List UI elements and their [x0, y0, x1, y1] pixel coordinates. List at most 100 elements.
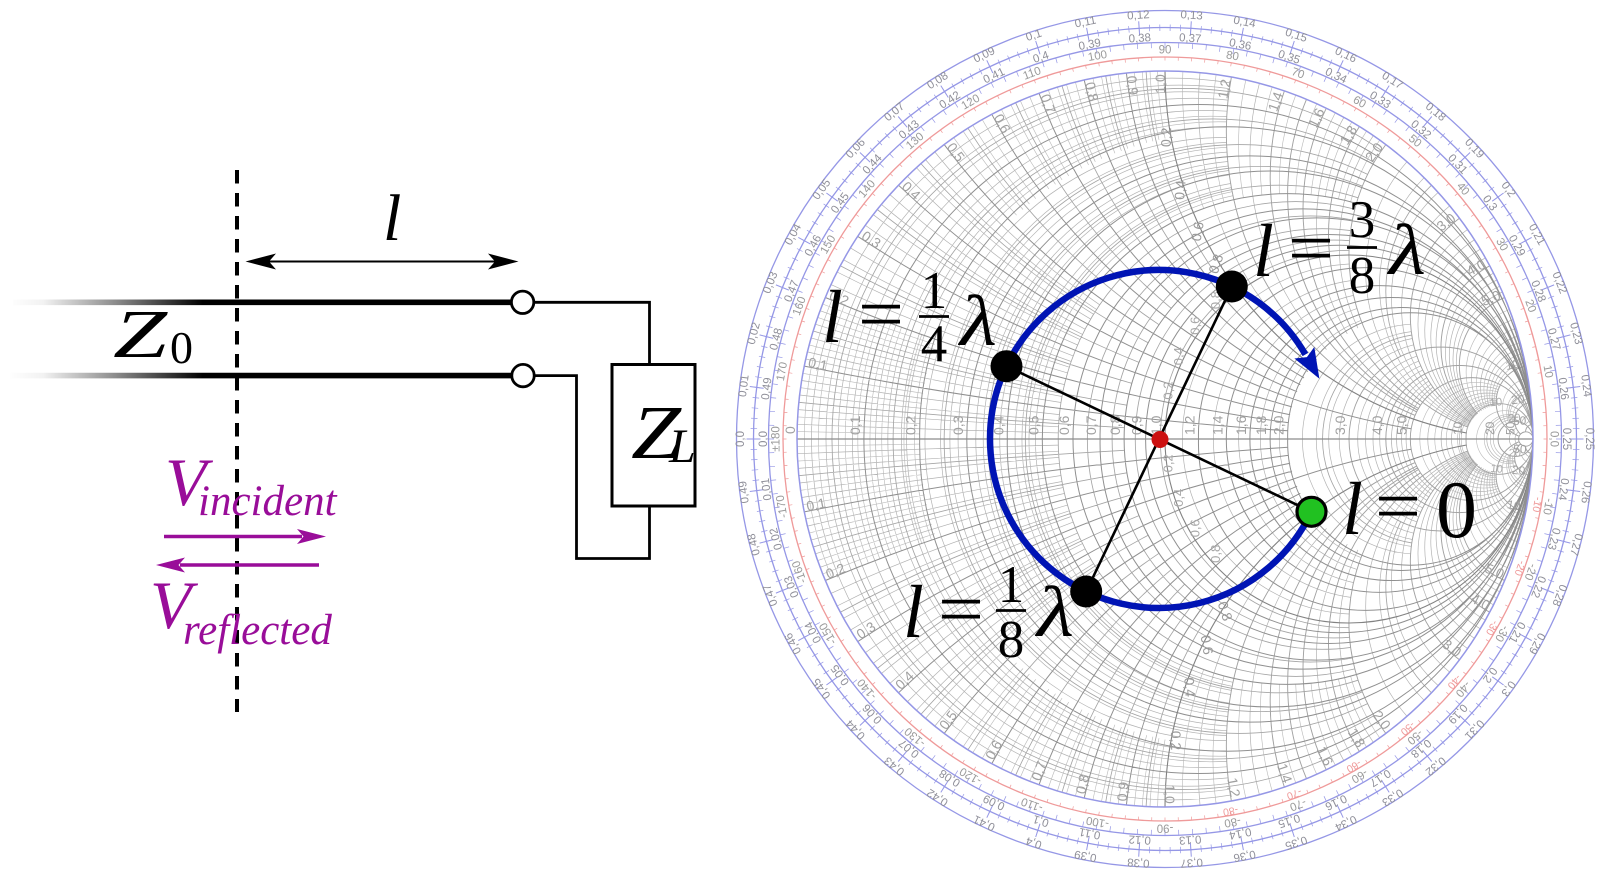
svg-text:0,23: 0,23: [1567, 321, 1584, 346]
svg-text:20: 20: [1483, 421, 1497, 435]
svg-text:0,13: 0,13: [1180, 9, 1203, 22]
svg-text:8: 8: [998, 611, 1025, 669]
svg-text:0,9: 0,9: [1124, 75, 1142, 96]
svg-text:0,14: 0,14: [1227, 825, 1252, 841]
svg-text:0,37: 0,37: [1179, 32, 1202, 45]
svg-text:1,0: 1,0: [1162, 784, 1178, 804]
svg-text:-70: -70: [1285, 785, 1304, 802]
svg-text:110: 110: [1022, 65, 1043, 83]
svg-text:l: l: [903, 571, 924, 654]
svg-text:0,7: 0,7: [1037, 92, 1059, 116]
svg-text:L: L: [668, 420, 696, 473]
svg-text:0,01: 0,01: [737, 374, 752, 398]
svg-text:1,2: 1,2: [1182, 415, 1198, 435]
svg-text:0,14: 0,14: [1232, 15, 1257, 31]
svg-text:incident: incident: [198, 478, 338, 525]
svg-text:reflected: reflected: [183, 607, 332, 654]
svg-text:-20: -20: [1511, 559, 1528, 578]
svg-text:0,6: 0,6: [1056, 415, 1072, 435]
svg-text:0,27: 0,27: [1545, 327, 1562, 352]
svg-text:0,2: 0,2: [1161, 454, 1176, 472]
svg-text:=: =: [938, 568, 984, 651]
svg-text:0,02: 0,02: [768, 526, 785, 551]
svg-text:5,0: 5,0: [1393, 415, 1409, 435]
svg-text:l: l: [1342, 468, 1363, 551]
svg-text:60: 60: [1351, 94, 1368, 111]
svg-text:0,2: 0,2: [1158, 127, 1174, 147]
svg-text:V: V: [150, 567, 199, 643]
svg-text:0,2: 0,2: [827, 287, 851, 309]
svg-text:0,2: 0,2: [1161, 382, 1176, 400]
svg-text:1,6: 1,6: [1314, 744, 1337, 769]
svg-text:0,48: 0,48: [768, 327, 785, 352]
svg-text:l: l: [822, 276, 843, 359]
svg-text:-10: -10: [1530, 496, 1544, 513]
svg-text:-80: -80: [1223, 814, 1241, 829]
svg-text:0,1: 0,1: [847, 415, 863, 435]
svg-text:0,0: 0,0: [758, 431, 770, 447]
svg-text:-70: -70: [1288, 796, 1308, 813]
svg-text:0,11: 0,11: [1074, 15, 1097, 31]
svg-text:10: 10: [1489, 396, 1502, 409]
svg-text:0,26: 0,26: [1578, 480, 1593, 504]
svg-text:1: 1: [921, 262, 948, 320]
svg-text:=: =: [1288, 207, 1334, 290]
svg-text:0,49: 0,49: [760, 377, 775, 401]
svg-text:0,49: 0,49: [737, 480, 752, 504]
svg-text:0,4: 0,4: [1171, 179, 1189, 200]
svg-text:0,2: 0,2: [903, 415, 919, 435]
svg-text:0,7: 0,7: [1083, 415, 1099, 435]
svg-text:0,8: 0,8: [1072, 773, 1092, 796]
svg-text:0,24: 0,24: [1555, 477, 1570, 501]
svg-text:0,39: 0,39: [1073, 847, 1097, 863]
svg-text:10: 10: [1490, 463, 1503, 476]
svg-text:0,3: 0,3: [950, 415, 966, 435]
svg-text:±180: ±180: [771, 426, 783, 452]
svg-text:0,02: 0,02: [746, 321, 763, 346]
svg-text:Z: Z: [113, 296, 168, 372]
svg-text:0,9: 0,9: [1114, 781, 1132, 802]
svg-text:1: 1: [998, 556, 1025, 614]
svg-text:0,6: 0,6: [1187, 519, 1202, 537]
svg-text:0,8: 0,8: [1205, 252, 1226, 276]
svg-text:0,8: 0,8: [1215, 599, 1236, 623]
svg-text:20: 20: [1510, 392, 1525, 407]
svg-text:20: 20: [1511, 463, 1526, 478]
svg-text:10: 10: [1504, 357, 1520, 373]
svg-text:0,25: 0,25: [1583, 428, 1595, 450]
svg-text:λ: λ: [1387, 210, 1426, 290]
svg-text:0,37: 0,37: [1180, 856, 1203, 869]
svg-text:0,01: 0,01: [760, 477, 775, 501]
svg-text:-170: -170: [775, 494, 791, 519]
svg-text:-100: -100: [1085, 814, 1110, 830]
svg-text:80: 80: [1225, 49, 1240, 63]
svg-text:0,12: 0,12: [1128, 833, 1151, 846]
svg-text:1,4: 1,4: [1265, 90, 1287, 114]
svg-text:λ: λ: [958, 281, 997, 361]
svg-text:V: V: [165, 444, 214, 520]
svg-text:0,25: 0,25: [1560, 428, 1572, 450]
svg-text:10: 10: [1506, 497, 1522, 513]
svg-text:0,48: 0,48: [746, 532, 763, 557]
svg-text:0,12: 0,12: [1127, 9, 1150, 22]
svg-text:70: 70: [1290, 66, 1306, 82]
svg-text:0,4: 0,4: [1171, 489, 1186, 507]
svg-text:0,5: 0,5: [1025, 415, 1041, 435]
svg-text:-20: -20: [1522, 562, 1539, 582]
svg-text:1,6: 1,6: [1233, 415, 1249, 435]
svg-text:3,0: 3,0: [1332, 415, 1348, 435]
svg-text:1,6: 1,6: [1305, 105, 1328, 130]
svg-text:0,4: 0,4: [1171, 347, 1186, 365]
svg-text:0,1: 0,1: [1025, 28, 1044, 44]
svg-text:0: 0: [782, 426, 798, 434]
svg-text:0,39: 0,39: [1078, 37, 1102, 53]
svg-text:=: =: [858, 273, 904, 356]
svg-text:50: 50: [1504, 421, 1518, 435]
svg-text:8: 8: [1349, 247, 1376, 305]
svg-text:0,1: 0,1: [805, 495, 827, 515]
svg-text:0,4: 0,4: [1024, 834, 1043, 851]
svg-text:-80: -80: [1222, 804, 1239, 818]
svg-text:10: 10: [1451, 421, 1465, 435]
svg-text:30: 30: [1493, 236, 1510, 253]
svg-text:l: l: [383, 182, 401, 255]
